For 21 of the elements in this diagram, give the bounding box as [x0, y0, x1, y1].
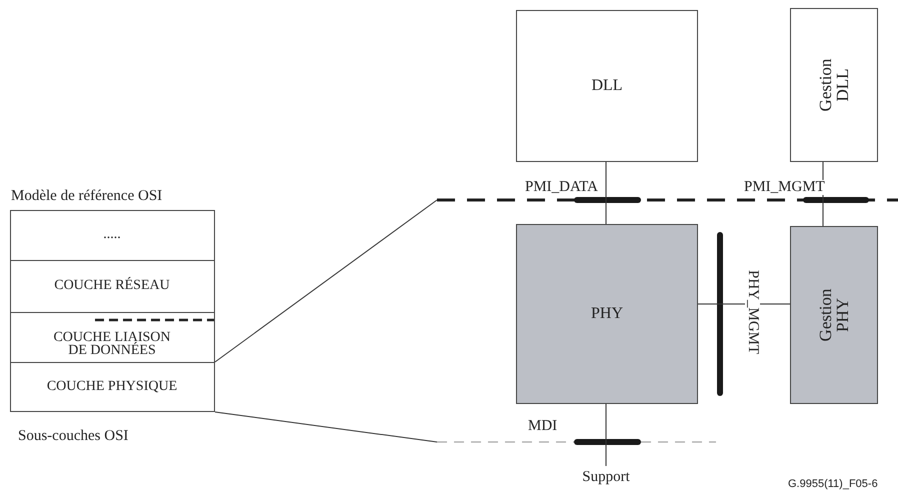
- interface-label: PHY_MGMT: [745, 268, 760, 356]
- interface-label: PMI_MGMT: [744, 180, 825, 195]
- node-label: Gestion DLL: [817, 58, 851, 114]
- node-label: COUCHE RÉSEAU: [53, 279, 171, 293]
- node-label: COUCHE LIAISON DE DONNÉES: [52, 330, 172, 358]
- node-label: DLL: [591, 78, 623, 94]
- osi-sublayers-caption: Sous-couches OSI: [18, 428, 128, 445]
- stack-heading: Modèle de référence OSI: [11, 189, 162, 204]
- projection-line: [214, 412, 438, 442]
- block-box: [516, 10, 698, 162]
- block-box: [516, 224, 698, 404]
- node-label: Gestion PHY: [817, 288, 851, 344]
- node-label: Support: [582, 470, 630, 484]
- node-label: COUCHE PHYSIQUE: [46, 380, 178, 394]
- block-box: [790, 226, 878, 404]
- block-box: [790, 8, 878, 162]
- figure-id: G.9955(11)_F05-6: [788, 478, 878, 490]
- node-label: .....: [102, 228, 122, 242]
- projection-line: [214, 200, 438, 362]
- node-label: PHY: [590, 306, 623, 322]
- interface-label: PMI_DATA: [525, 180, 598, 195]
